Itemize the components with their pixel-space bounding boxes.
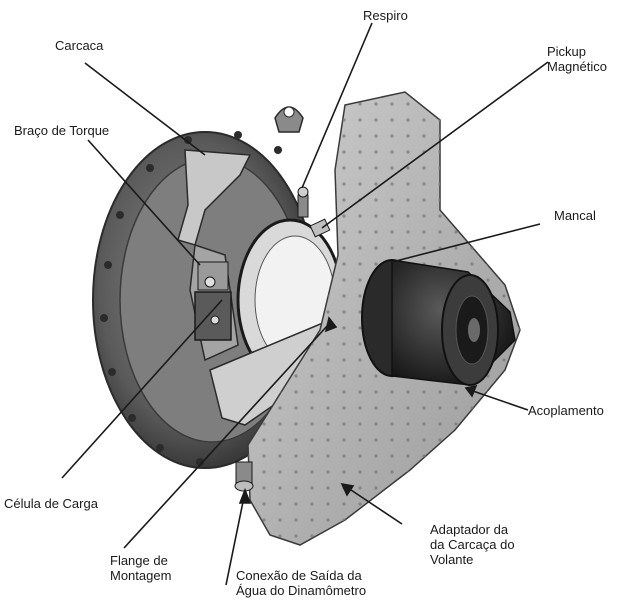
label-flange-de-montagem: Flange de Montagem	[110, 553, 172, 583]
label-celula-de-carga: Célula de Carga	[4, 496, 98, 511]
load-cell	[194, 261, 232, 341]
label-respiro: Respiro	[363, 8, 408, 23]
label-acoplamento: Acoplamento	[528, 403, 604, 418]
label-adaptador-carcaca-volante: Adaptador da da Carcaça do Volante	[430, 522, 515, 567]
breather-and-pickup	[297, 186, 331, 238]
bearing-coupling	[361, 259, 516, 386]
label-pickup-magnetico: Pickup Magnético	[547, 44, 607, 74]
leader-lines	[61, 22, 549, 586]
label-mancal: Mancal	[554, 208, 596, 223]
label-carcaca: Carcaca	[55, 38, 104, 53]
label-braco-de-torque: Braço de Torque	[14, 123, 110, 138]
label-conexao-saida-agua: Conexão de Saída da Água do Dinamômetro	[236, 568, 367, 598]
water-outlet	[234, 461, 254, 492]
